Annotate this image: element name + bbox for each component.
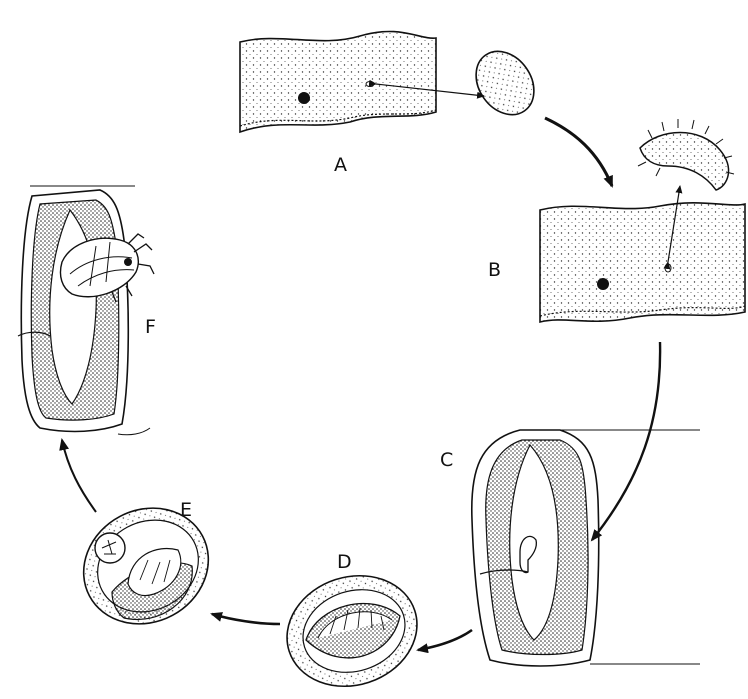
stage-a-hole xyxy=(298,92,310,104)
stage-a-egg-spot xyxy=(366,82,374,87)
stage-label-d: D xyxy=(337,551,352,573)
stage-a-seed xyxy=(240,31,484,132)
stage-b-seed xyxy=(540,186,745,322)
arrow-d-to-e xyxy=(212,614,280,624)
stage-e-cell xyxy=(63,487,229,646)
stage-a-egg-enlarged xyxy=(464,40,546,126)
arrow-e-to-f xyxy=(62,440,96,512)
stage-label-f: F xyxy=(145,316,156,338)
stage-a-seed-coat xyxy=(240,31,436,132)
arrow-b-to-c xyxy=(592,342,660,540)
stage-label-b: B xyxy=(488,259,501,281)
arrow-a-to-b xyxy=(545,118,612,186)
stage-b-larva-enlarged xyxy=(638,119,734,190)
stage-d-cell xyxy=(273,559,432,699)
stage-label-c: C xyxy=(440,449,453,471)
stage-b-larva-spot xyxy=(665,264,671,272)
stage-b-seed-coat xyxy=(540,203,745,322)
arrow-c-to-d xyxy=(418,630,472,650)
stage-label-a: A xyxy=(334,154,347,176)
stage-b-hole xyxy=(597,278,609,290)
stage-c-seed-section xyxy=(472,430,700,666)
stage-f-seed-section xyxy=(18,186,150,435)
stage-label-e: E xyxy=(180,499,192,521)
